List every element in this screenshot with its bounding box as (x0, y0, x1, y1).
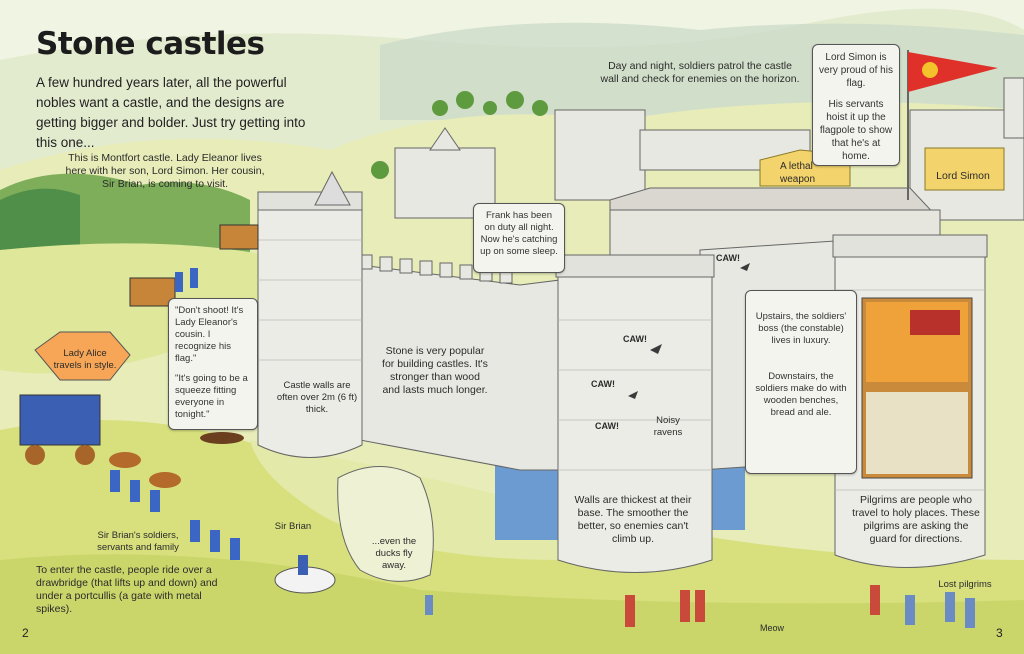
montfort-caption: This is Montfort castle. Lady Eleanor li… (65, 152, 265, 190)
brians-soldiers-caption: Sir Brian's soldiers, servants and famil… (97, 530, 179, 553)
caw-label-2: CAW! (591, 379, 615, 389)
caw-label-4: CAW! (716, 253, 740, 263)
ducks-caption: ...even the ducks fly away. (371, 536, 417, 571)
drawbridge-caption: To enter the castle, people ride over a … (36, 564, 218, 615)
flag-caption-1: Lord Simon is very proud of his flag. (819, 52, 893, 89)
meow-label: Meow (759, 623, 784, 633)
upstairs-caption: Upstairs, the soldiers' boss (the consta… (755, 311, 847, 346)
patrol-caption: Day and night, soldiers patrol the castl… (600, 60, 800, 85)
intro-text: A few hundred years later, all the power… (36, 75, 306, 150)
dont-shoot-callout: "Don't shoot! It's Lady Eleanor's cousin… (168, 298, 258, 430)
lady-alice-label: Lady Alice travels in style. (53, 348, 117, 371)
dont-shoot-quote-1: "Don't shoot! It's Lady Eleanor's cousin… (175, 305, 244, 364)
caw-label-1: CAW! (623, 334, 647, 344)
lord-simon-label: Lord Simon (936, 170, 990, 182)
sir-brian-label: Sir Brian (274, 521, 312, 532)
pilgrims-caption: Pilgrims are people who travel to holy p… (852, 494, 980, 545)
dont-shoot-quote-2: "It's going to be a squeeze fitting ever… (175, 373, 248, 420)
constable-callout: Upstairs, the soldiers' boss (the consta… (745, 290, 857, 474)
page-title: Stone castles (36, 26, 265, 62)
weapon-label: A lethal weapon (780, 161, 816, 185)
downstairs-caption: Downstairs, the soldiers make do with wo… (755, 371, 847, 418)
walls-thick-caption: Castle walls are often over 2m (6 ft) th… (276, 380, 358, 415)
flag-callout: Lord Simon is very proud of his flag. Hi… (812, 44, 900, 166)
frank-callout: Frank has been on duty all night. Now he… (473, 203, 565, 273)
page-number-left: 2 (22, 626, 29, 640)
stone-caption: Stone is very popular for building castl… (382, 345, 488, 396)
page-number-right: 3 (996, 626, 1003, 640)
ravens-caption: Noisy ravens (653, 415, 683, 438)
lost-pilgrims-label: Lost pilgrims (938, 579, 992, 590)
caw-label-3: CAW! (595, 421, 619, 431)
flag-caption-2: His servants hoist it up the flagpole to… (819, 99, 893, 162)
walls-base-caption: Walls are thickest at their base. The sm… (574, 494, 692, 545)
